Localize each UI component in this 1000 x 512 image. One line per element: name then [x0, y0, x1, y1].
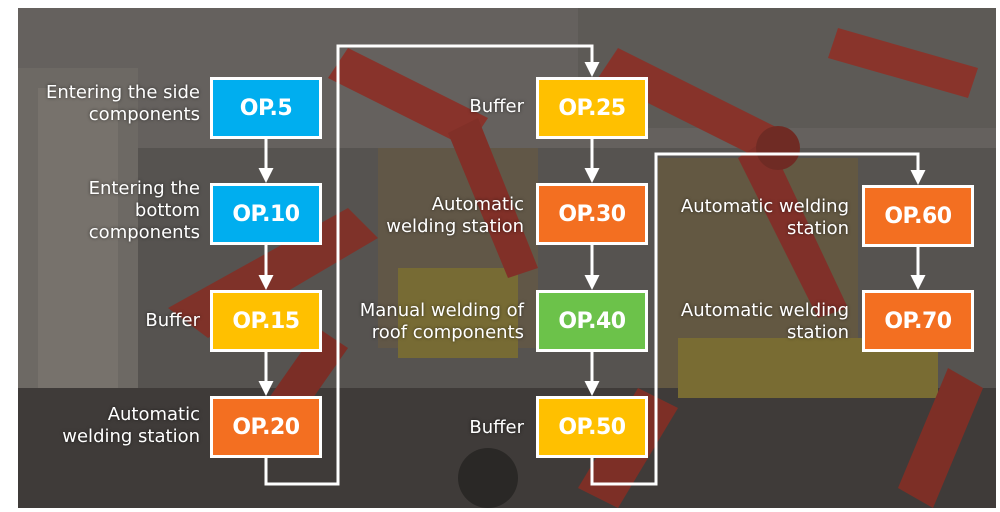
op40-box[interactable]: OP.40 [536, 290, 648, 352]
op20-label-line: welding station [62, 426, 200, 447]
op70-label-line: station [787, 322, 849, 343]
op70-label-line: Automatic welding [680, 300, 849, 321]
op15-code: OP.15 [232, 308, 300, 334]
op5-label: Entering the side components [46, 82, 200, 126]
op20-code: OP.20 [232, 414, 300, 440]
op30-code: OP.30 [558, 201, 626, 227]
op30-label-line: welding station [386, 216, 524, 237]
op70-label: Automatic welding station [681, 300, 849, 344]
op10-label-line: bottom [134, 200, 200, 221]
op20-box[interactable]: OP.20 [210, 396, 322, 458]
op5-box[interactable]: OP.5 [210, 77, 322, 139]
op30-label: Automatic welding station [386, 194, 524, 238]
flow-arrow-op50-to-op60 [590, 152, 926, 486]
background-overlay [18, 8, 996, 508]
op60-label-line: Automatic welding [680, 196, 849, 217]
op10-code: OP.10 [232, 201, 300, 227]
op50-box[interactable]: OP.50 [536, 396, 648, 458]
op10-label-line: Entering the [88, 178, 200, 199]
diagram-canvas: Entering the side components OP.5 Enteri… [18, 8, 996, 508]
op5-label-line: components [88, 104, 200, 125]
op50-label-line: Buffer [469, 417, 524, 438]
op15-label-line: Buffer [145, 310, 200, 331]
op60-label-line: station [787, 218, 849, 239]
op30-box[interactable]: OP.30 [536, 183, 648, 245]
op10-box[interactable]: OP.10 [210, 183, 322, 245]
op25-code: OP.25 [558, 95, 626, 121]
op70-box[interactable]: OP.70 [862, 290, 974, 352]
op60-label: Automatic welding station [681, 196, 849, 240]
flow-connectors [258, 44, 926, 486]
op5-label-line: Entering the side [45, 82, 200, 103]
op40-label-line: Manual welding of [359, 300, 524, 321]
op40-label: Manual welding of roof components [360, 300, 524, 344]
op10-label: Entering the bottom components [89, 178, 200, 244]
op50-code: OP.50 [558, 414, 626, 440]
op10-label-line: components [88, 222, 200, 243]
op50-label: Buffer [469, 417, 524, 439]
op60-code: OP.60 [884, 203, 952, 229]
op70-code: OP.70 [884, 308, 952, 334]
op5-code: OP.5 [239, 95, 293, 121]
op30-label-line: Automatic [431, 194, 524, 215]
op25-box[interactable]: OP.25 [536, 77, 648, 139]
op60-box[interactable]: OP.60 [862, 185, 974, 247]
op20-label: Automatic welding station [62, 404, 200, 448]
op15-label: Buffer [145, 310, 200, 332]
op40-label-line: roof components [371, 322, 524, 343]
op25-label: Buffer [469, 96, 524, 118]
op40-code: OP.40 [558, 308, 626, 334]
flow-arrow-op20-to-op25 [264, 44, 600, 486]
factory-background-image [18, 8, 996, 508]
op20-label-line: Automatic [107, 404, 200, 425]
op15-box[interactable]: OP.15 [210, 290, 322, 352]
op25-label-line: Buffer [469, 96, 524, 117]
